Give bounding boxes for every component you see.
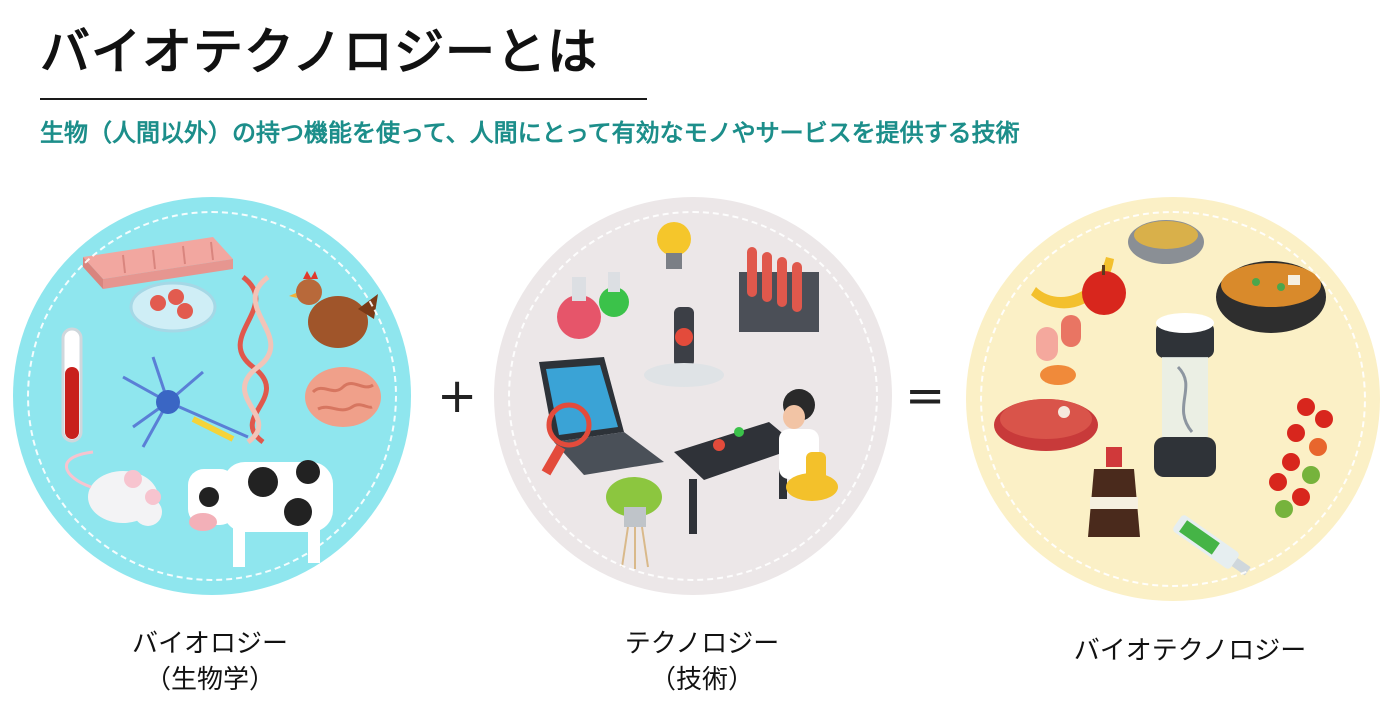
lightbulb-icon [657, 222, 691, 269]
dna-icon [237, 275, 274, 445]
laptop-icon [539, 357, 664, 476]
miso-soup-icon [1216, 261, 1326, 333]
biology-label-line2: （生物学） [144, 665, 275, 696]
steak-icon [994, 399, 1098, 451]
biology-circle [13, 197, 411, 595]
petri-dish-icon [129, 281, 217, 333]
scientist-desk-icon [674, 389, 838, 534]
dna-capsule-icon [1154, 313, 1216, 477]
natto-bowl-icon [1128, 220, 1204, 264]
tomato-vine-icon [1269, 398, 1333, 518]
cow-icon [188, 460, 333, 567]
blood-test-tube-icon [61, 327, 83, 443]
page-subtitle: 生物（人間以外）の持つ機能を使って、人間にとって有効なモノやサービスを提供する技… [40, 119, 1020, 147]
chicken-icon [289, 271, 378, 348]
mouse-icon [65, 450, 162, 526]
title-underline [40, 98, 647, 100]
test-tube-rack-icon [739, 247, 819, 332]
microscope-icon [644, 307, 724, 387]
hydroponic-plant-icon [606, 477, 662, 569]
technology-label-line1: テクノロジー [624, 629, 780, 659]
technology-label: テクノロジー （技術） [592, 626, 812, 699]
biology-label: バイオロジー （生物学） [100, 626, 320, 699]
page-title: バイオテクノロジーとは [40, 23, 598, 81]
plus-operator: + [437, 368, 478, 424]
biology-label-line1: バイオロジー [131, 629, 288, 659]
syringe-icon [1173, 515, 1251, 576]
technology-circle [494, 197, 892, 595]
biotechnology-label-line1: バイオテクノロジー [1073, 636, 1307, 666]
equals-operator: = [905, 368, 946, 424]
supplements-icon [1036, 315, 1081, 385]
biotechnology-circle [966, 197, 1380, 601]
brain-icon [305, 367, 381, 427]
technology-label-line2: （技術） [649, 665, 754, 696]
fruit-icon [1031, 257, 1126, 315]
flasks-icon [557, 272, 629, 339]
soy-sauce-icon [1088, 447, 1140, 537]
neuron-icon [122, 356, 249, 448]
cell-tissue-icon [83, 237, 233, 289]
biotechnology-label: バイオテクノロジー [1040, 633, 1340, 669]
